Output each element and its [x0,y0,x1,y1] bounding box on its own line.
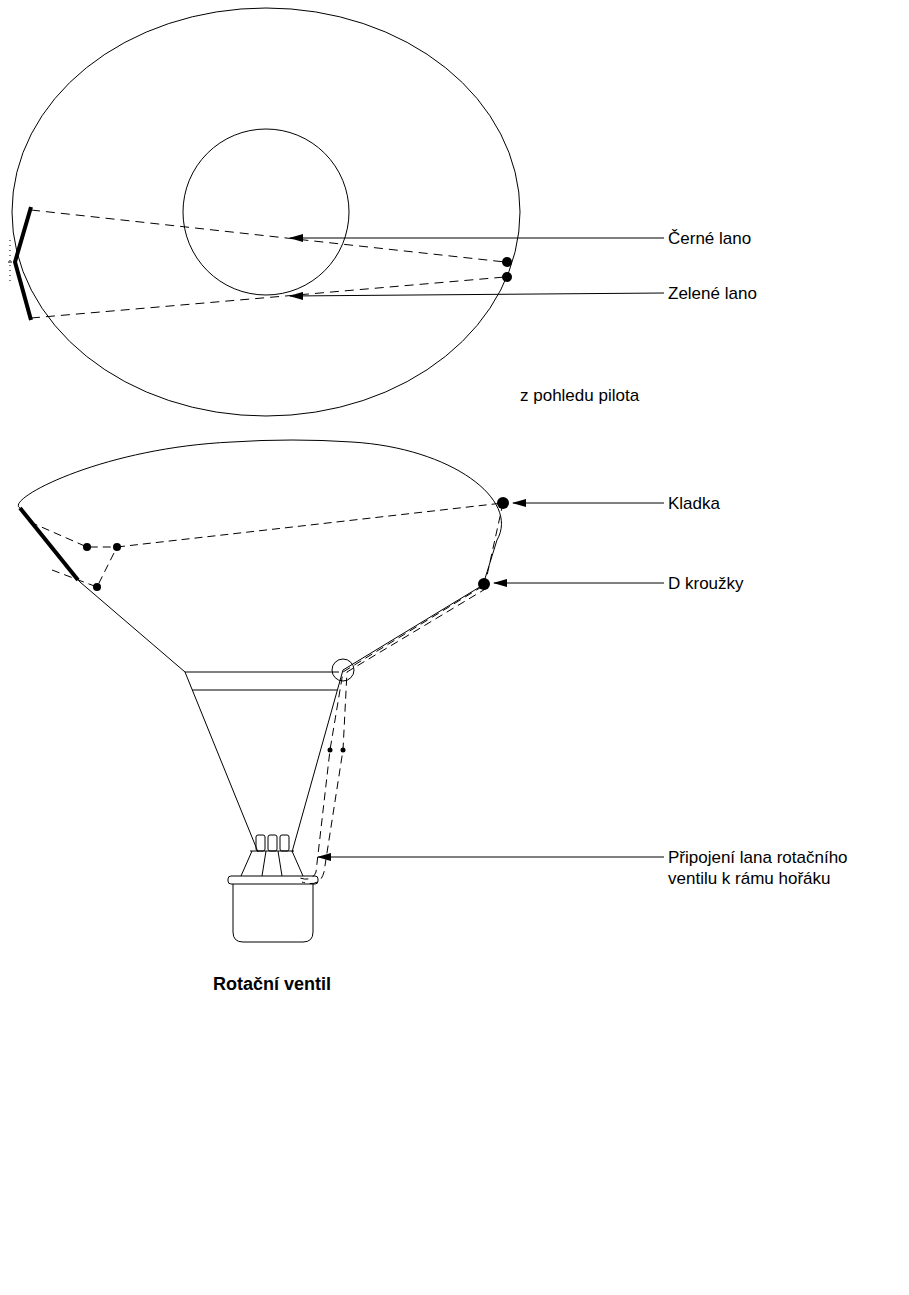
attachment-label: Připojení lana rotačního ventilu k rámu … [668,847,886,889]
rope-label: Černé lano [668,228,751,249]
rope-label: Zelené lano [668,283,757,304]
pulley-label: Kladka [668,493,720,514]
view-note: z pohledu pilota [520,385,639,406]
caption: Rotační ventil [213,974,331,995]
ring-label: D kroužky [668,573,744,594]
